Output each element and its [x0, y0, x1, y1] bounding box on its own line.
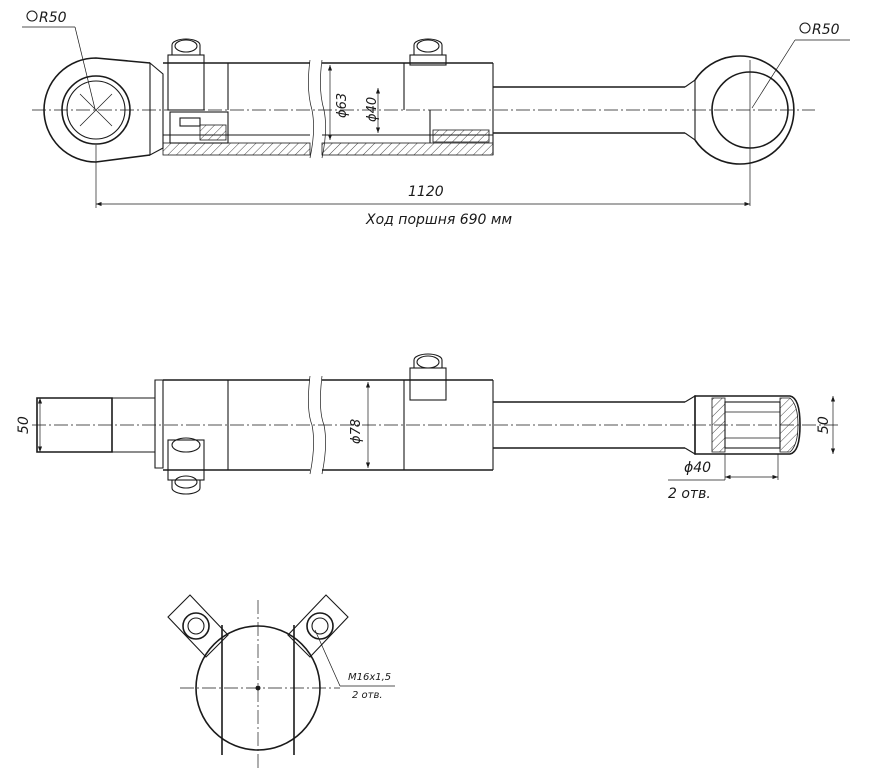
height-left-label: 50	[16, 416, 32, 434]
end-boss-right	[287, 594, 349, 658]
height-right-label: 50	[816, 416, 832, 434]
rod-end-side: 50 ϕ40 2 отв.	[668, 395, 836, 502]
end-boss-left	[167, 594, 229, 658]
overall-length-label: 1120	[408, 184, 444, 200]
radius-right-label: R50	[812, 22, 840, 38]
side-view: 50 ϕ78	[16, 353, 840, 502]
right-eye	[694, 55, 795, 206]
rod-top	[493, 78, 696, 142]
port-left-top	[167, 38, 205, 111]
barrel-78-label: ϕ78	[349, 419, 364, 444]
bore-63-label: ϕ63	[335, 93, 350, 118]
holes-count-label: 2 отв.	[668, 486, 711, 502]
port-top-right	[409, 353, 447, 401]
thread-label: M16x1,5	[348, 672, 391, 683]
end-view: M16x1,5 2 отв.	[167, 594, 395, 770]
overall-dimension: 1120 Ход поршня 690 мм	[95, 145, 750, 228]
port-right-top	[409, 38, 447, 66]
piston-stroke-label: Ход поршня 690 мм	[365, 212, 512, 228]
diameter-callouts-top: ϕ63 ϕ40	[327, 65, 381, 140]
hole-40-label: ϕ40	[684, 460, 711, 476]
thread-leader: M16x1,5 2 отв.	[314, 629, 395, 701]
radius-left-label: R50	[39, 10, 67, 26]
port-bottom-left	[167, 437, 205, 495]
thread-count-label: 2 отв.	[352, 690, 383, 701]
barrel-side: ϕ78	[163, 375, 494, 475]
left-end-block: 50	[16, 379, 164, 469]
left-eye	[43, 57, 164, 163]
rod-40-label: ϕ40	[365, 97, 380, 122]
radius-leader-right: R50	[751, 22, 850, 109]
barrel-top	[162, 59, 494, 159]
top-view: R50	[22, 10, 850, 228]
radius-leader-left: R50	[22, 10, 96, 110]
